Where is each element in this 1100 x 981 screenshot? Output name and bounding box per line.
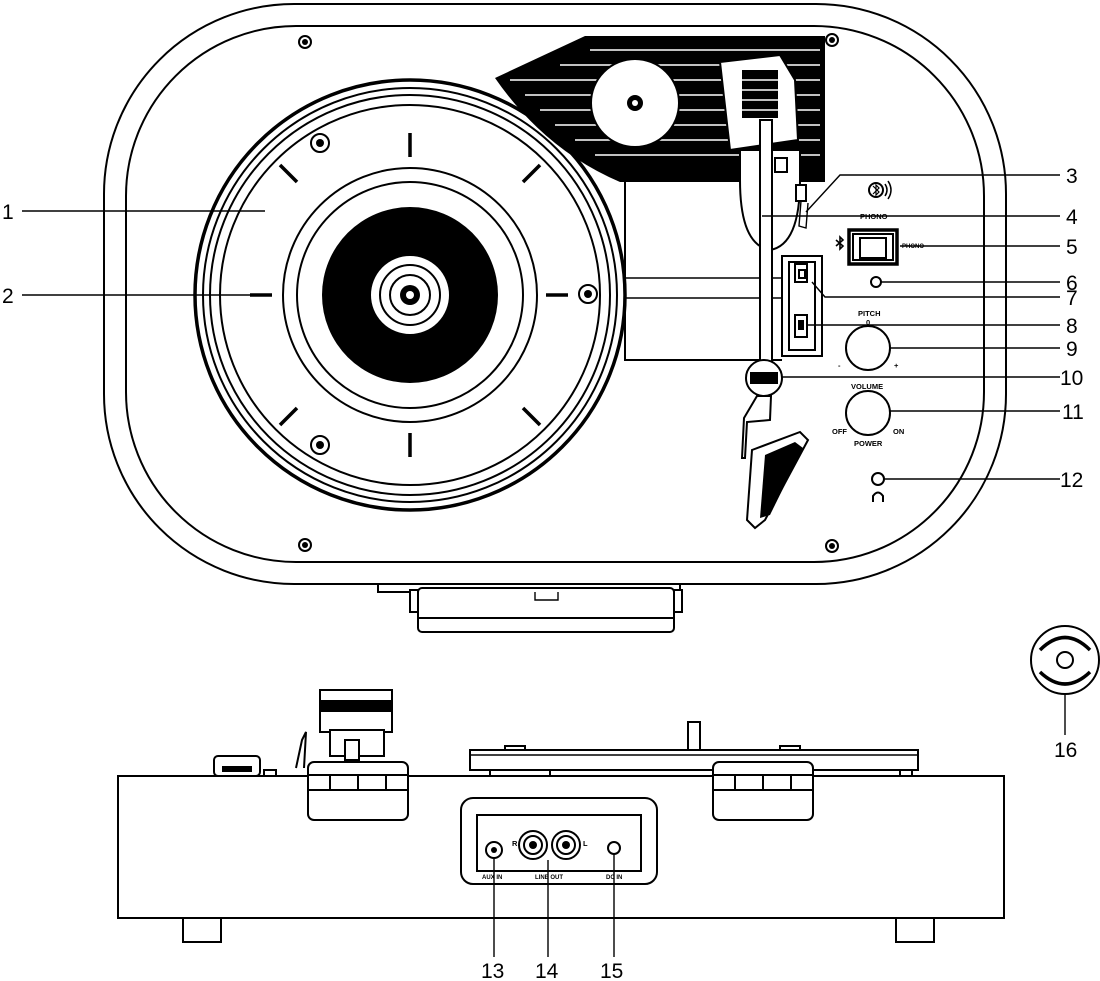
callout-16: 16 [1054,739,1077,762]
case-inner-outline [125,25,985,563]
rca-left-label: L [583,839,588,848]
dc-in-jack[interactable] [607,841,621,855]
line-out-left-jack[interactable] [551,830,581,860]
pitch-minus-label: - [838,361,841,370]
callout-9: 9 [1066,338,1078,361]
volume-label: VOLUME [851,382,883,391]
volume-power-knob[interactable] [845,390,891,436]
carry-handle [377,584,683,633]
phono-side-label: PHONO [902,244,924,250]
rear-connector-inset [476,814,642,872]
tonearm-lift[interactable] [795,184,807,202]
callout-15: 15 [600,960,623,981]
callout-5: 5 [1066,236,1078,259]
aux-in-label: AUX IN [482,875,502,881]
power-label: POWER [854,439,883,448]
rca-right-label: R [512,839,518,848]
callout-11: 11 [1062,401,1084,424]
headphone-jack[interactable] [871,472,885,486]
corner-screw [298,35,312,49]
callout-13: 13 [481,960,504,981]
callout-leaders [22,174,1060,480]
turntable-top-view: PHONO PHONO PITCH 0 - + [103,3,1007,633]
tonearm [718,53,810,530]
tonearm-panel-outline [624,182,782,361]
callout-leaders-rear [493,854,615,957]
line-out-right-jack[interactable] [518,830,548,860]
bluetooth-icon [868,180,892,200]
callout-7: 7 [1066,287,1078,310]
corner-screw [825,539,839,553]
callout-2: 2 [2,285,14,308]
auto-stop-switch[interactable] [794,314,808,338]
pitch-knob[interactable] [845,325,891,371]
callout-3: 3 [1066,165,1078,188]
platter-side [469,749,919,771]
tonearm-side [295,689,393,769]
hinge [307,761,409,821]
pitch-zero-label: 0 [866,318,870,327]
callout-1: 1 [2,201,14,224]
spindle-side [687,721,701,751]
bt-phono-switch[interactable] [847,228,899,266]
callout-8: 8 [1066,315,1078,338]
off-label: OFF [832,427,847,436]
callout-14: 14 [535,960,559,981]
hinge [712,761,814,821]
bluetooth-icon [835,235,845,251]
corner-screw [825,33,839,47]
callout-10: 10 [1060,367,1083,390]
indicator-led [870,276,882,288]
callout-4: 4 [1066,206,1078,229]
speed-switch[interactable] [781,255,823,357]
corner-screw [298,538,312,552]
turntable-rear-view: R L AUX IN LINE OUT DC IN [117,689,1005,943]
foot [182,917,222,943]
case-outer-outline [103,3,1007,585]
pitch-label: PITCH [858,309,881,318]
speaker-cone [590,58,680,148]
foot [895,917,935,943]
callout-12: 12 [1060,469,1083,492]
45-rpm-adapter [1030,625,1100,735]
line-out-label: LINE OUT [535,875,563,881]
knob-side [213,755,277,777]
on-label: ON [893,427,904,436]
callout-6: 6 [1066,272,1078,295]
pitch-plus-label: + [894,361,899,370]
headphone-icon [872,491,884,502]
